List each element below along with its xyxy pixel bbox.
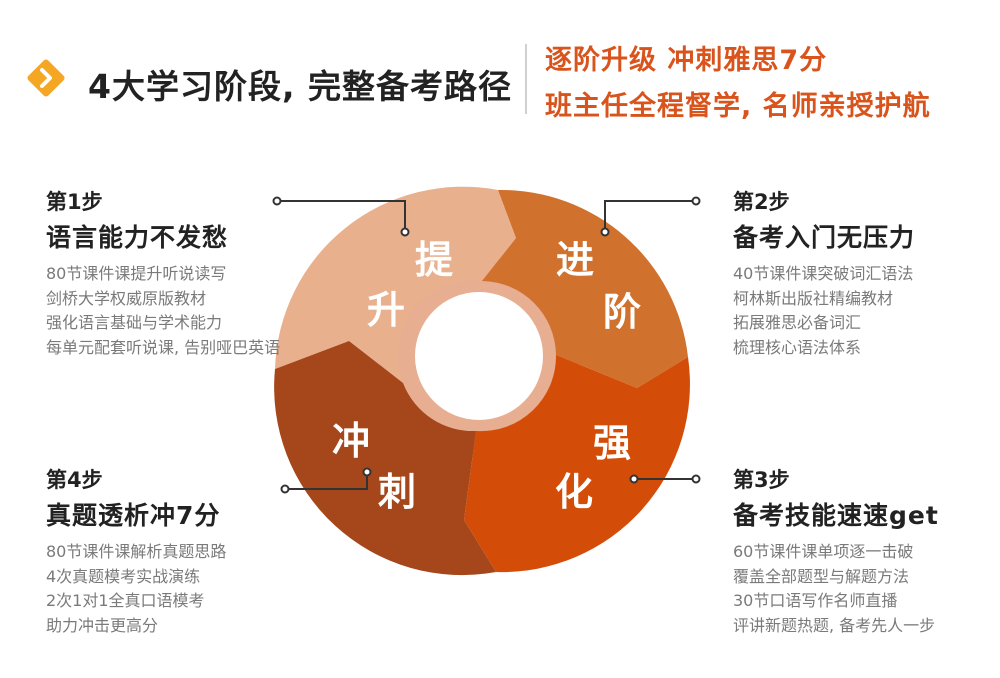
segment-jinjie-char2: 阶 [603,290,641,334]
segment-chongci [274,341,496,576]
step-2-details: 40节课件课突破词汇语法 柯林斯出版社精编教材 拓展雅思必备词汇 梳理核心语法体… [733,262,915,360]
step-1-title: 语言能力不发愁 [46,223,229,252]
step-3-line: 30节口语写作名师直播 [733,591,898,610]
step-3-line: 评讲新题热题, 备考先人一步 [733,615,936,635]
header-divider [525,44,527,114]
segment-tisheng-char1: 提 [415,238,453,282]
step-4-block: 第4步 真题透析冲7分 80节课件课解析真题思路 4次真题模考实战演练 2次1对… [46,464,226,638]
step-3-number: 第3步 [733,468,790,492]
segment-tisheng [275,186,516,383]
step-3-line: 覆盖全部题型与解题方法 [733,566,910,586]
slogan-line-2: 班主任全程督学, 名师亲授护航 [545,91,931,122]
step-2-number: 第2步 [733,190,790,214]
step-3-title: 备考技能速速get [733,501,939,530]
step-2-line: 拓展雅思必备词汇 [733,313,862,332]
segment-jinjie-char1: 进 [556,238,594,282]
segment-tisheng-char2: 升 [367,288,405,332]
step-4-line: 80节课件课解析真题思路 [46,542,227,561]
step-2-line: 梳理核心语法体系 [733,337,862,357]
segment-qianghua-char1: 强 [593,421,631,465]
step-1-details: 80节课件课提升听说读写 剑桥大学权威原版教材 强化语言基础与学术能力 每单元配… [46,262,280,360]
page-title: 4大学习阶段, 完整备考路径 [88,67,512,106]
step-1-line: 80节课件课提升听说读写 [46,264,227,283]
step-4-line: 助力冲击更高分 [46,615,159,635]
step-2-title: 备考入门无压力 [733,223,916,252]
step-3-block: 第3步 备考技能速速get 60节课件课单项逐一击破 覆盖全部题型与解题方法 3… [733,464,939,638]
step-1-line: 每单元配套听说课, 告别哑巴英语 [46,337,281,357]
segment-qianghua [464,355,690,573]
segment-jinjie [482,189,688,388]
step-3-details: 60节课件课单项逐一击破 覆盖全部题型与解题方法 30节口语写作名师直播 评讲新… [733,540,939,638]
chevron-right-icon [27,59,65,97]
step-2-block: 第2步 备考入门无压力 40节课件课突破词汇语法 柯林斯出版社精编教材 拓展雅思… [733,186,915,360]
segment-chongci-char1: 冲 [332,419,370,463]
center-hole [415,292,543,420]
connector-step-1 [272,196,410,237]
step-4-line: 4次真题模考实战演练 [46,566,201,586]
step-1-number: 第1步 [46,190,103,214]
step-1-block: 第1步 语言能力不发愁 80节课件课提升听说读写 剑桥大学权威原版教材 强化语言… [46,186,280,360]
segment-qianghua-char2: 化 [555,470,593,514]
slogan-line-1: 逐阶升级 冲刺雅思7分 [545,45,828,76]
step-1-line: 强化语言基础与学术能力 [46,313,223,332]
step-4-line: 2次1对1全真口语模考 [46,591,205,610]
step-2-line: 柯林斯出版社精编教材 [733,288,894,308]
step-3-line: 60节课件课单项逐一击破 [733,542,914,561]
connector-step-2 [600,196,701,237]
step-4-details: 80节课件课解析真题思路 4次真题模考实战演练 2次1对1全真口语模考 助力冲击… [46,540,226,638]
connector-step-4 [280,467,372,494]
step-1-line: 剑桥大学权威原版教材 [46,288,207,308]
segment-chongci-char2: 刺 [378,470,416,514]
connector-step-3 [629,474,701,484]
step-2-line: 40节课件课突破词汇语法 [733,264,914,283]
step-4-title: 真题透析冲7分 [46,501,221,530]
step-4-number: 第4步 [46,468,103,492]
